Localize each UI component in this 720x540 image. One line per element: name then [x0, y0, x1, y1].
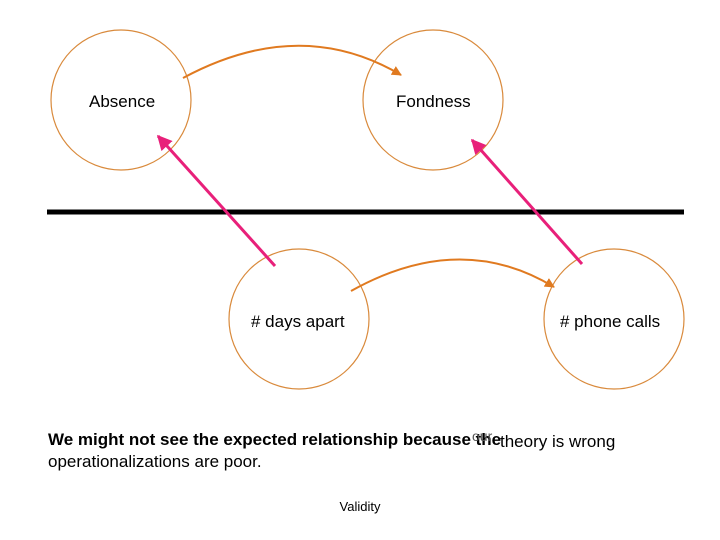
days-apart-circle: [228, 248, 370, 390]
caption-line2: operationalizations are poor.: [48, 452, 262, 471]
operationalization-arrow-fondness: [470, 138, 584, 265]
fondness-circle: [362, 29, 504, 171]
phone-calls-label: # phone calls: [560, 312, 661, 331]
days-apart-label: # days apart: [251, 312, 345, 331]
operationalization-arrow-absence: [156, 134, 277, 268]
caption-line1-bold: We might not see the expected relationsh…: [48, 430, 502, 449]
absence-label: Absence: [89, 92, 156, 111]
caption-line1-rest: theory is wrong: [500, 432, 616, 451]
absence-circle: [50, 29, 192, 171]
fondness-label: Fondness: [396, 92, 471, 111]
slide-footer: Validity: [339, 499, 381, 514]
phone-calls-circle: [543, 248, 685, 390]
caption-overlap-word: our: [472, 428, 493, 444]
observed-relationship-arrow: [350, 258, 555, 292]
theory-causal-arrow: [182, 44, 402, 79]
